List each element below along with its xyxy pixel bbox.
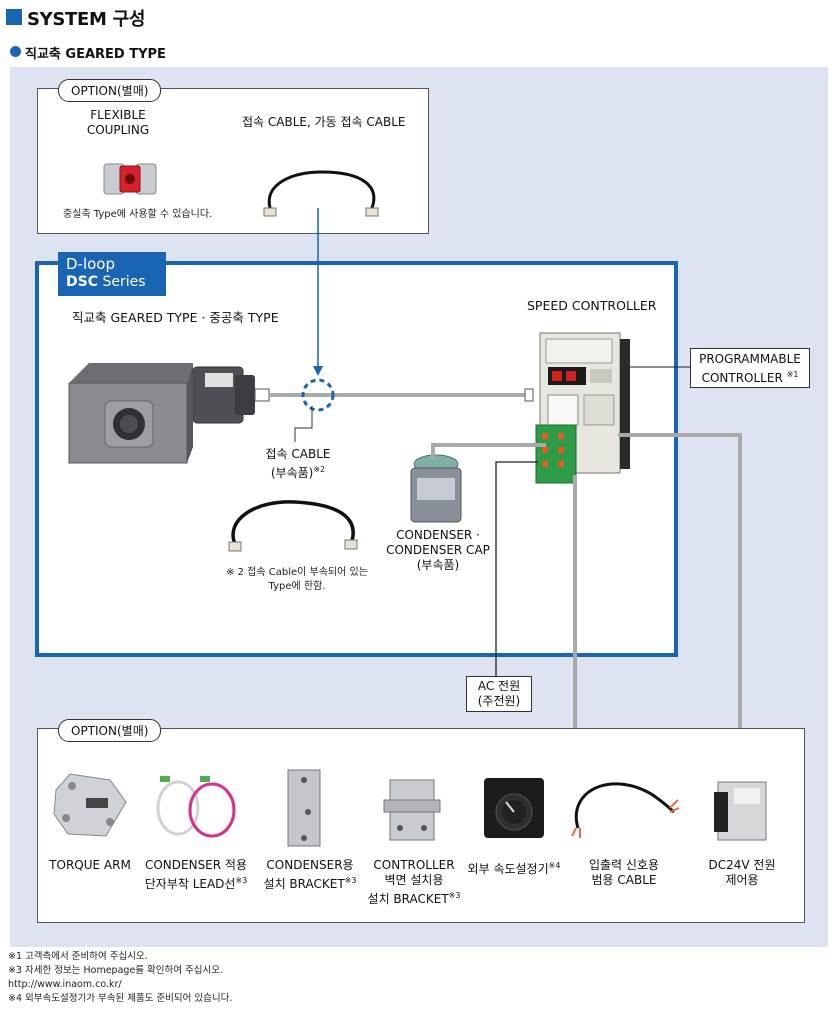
top-cable-label: 접속 CABLE, 가동 접속 CABLE [242,115,406,129]
page-subtitle: 직교축 GEARED TYPE [25,47,166,62]
coupling-note: 중실축 Type에 사용할 수 있습니다. [63,209,213,220]
option-top-pill: OPTION(별매) [58,79,162,102]
accessory-cable-icon [228,500,358,552]
condenser-lead-wire-icon [156,776,236,838]
motor-controller-cable [254,388,534,402]
controller-bracket-icon [383,779,441,841]
option-label-io-cable: 입출력 신호용 범용 CABLE [588,858,660,887]
condenser-wire [431,443,546,460]
option-bottom-pill: OPTION(별매) [58,719,162,742]
option-label-dc24v: DC24V 전원 제어용 [708,858,776,887]
condenser-icon [410,454,462,523]
plc-link-line [622,366,690,368]
external-speed-dial-icon [484,778,544,838]
condenser-label: CONDENSER · CONDENSER CAP (부속품) [386,528,490,572]
cable-label-leader [294,406,313,442]
ac-power-box: AC 전원 (주전원) [466,676,532,712]
geared-motor-icon [68,363,255,464]
option-top-box [37,88,429,234]
title-square-icon [6,9,22,25]
dsc-tab-line1: D-loop [66,255,116,273]
coupling-label: FLEXIBLE COUPLING [86,108,150,137]
connection-point-icon [301,378,335,412]
page-title: SYSTEM 구성 [27,9,146,30]
speed-controller-icon [535,332,630,484]
footnote: ※1 고객측에서 준비하여 주십시오. [8,951,148,962]
footnote: ※3 자세한 정보는 Homepage를 확인하여 주십시오. [8,965,224,976]
cable-accessory-label: 접속 CABLE (부속품)※2 [265,447,331,480]
torque-arm-icon [53,773,127,837]
ac-power-line [495,461,538,676]
footnote: http://www.inaom.co.kr/ [8,979,122,990]
option-label-controller-bracket: CONTROLLER 벽면 설치용 설치 BRACKET※3 [367,858,461,906]
option-label-condenser-bracket: CONDENSER용 설치 BRACKET※3 [263,858,357,891]
cable-note: ※ 2 접속 Cable이 부속되어 있는 Type에 한함. [226,567,368,592]
dsc-series-tab: D-loop DSC Series [58,252,166,296]
option-label-speed-dial: 외부 속도설정기※4 [467,861,561,876]
plc-box: PROGRAMMABLE CONTROLLER ※1 [690,348,810,388]
io-signal-cable-icon [571,782,680,838]
flexible-coupling-icon [103,163,157,195]
option-label-condenser-lead: CONDENSER 적용 단자부착 LEAD선※3 [144,858,248,891]
dc24v-power-supply-icon [714,781,767,841]
motor-label: 직교축 GEARED TYPE · 중공축 TYPE [72,310,279,325]
speed-controller-label: SPEED CONTROLLER [527,298,657,313]
footnote: ※4 외부속도설정기가 부속된 제품도 준비되어 있습니다. [8,993,233,1004]
footnotes: ※1 고객측에서 준비하여 주십시오. ※3 자세한 정보는 Homepage를… [8,950,232,1006]
connection-cable-icon [263,170,379,217]
dsc-tab-line2: DSC Series [66,274,146,290]
bullet-icon [10,46,21,57]
condenser-bracket-icon [287,769,321,847]
option-cable-link-line [313,208,323,376]
option-label-torque-arm: TORQUE ARM [49,858,131,872]
